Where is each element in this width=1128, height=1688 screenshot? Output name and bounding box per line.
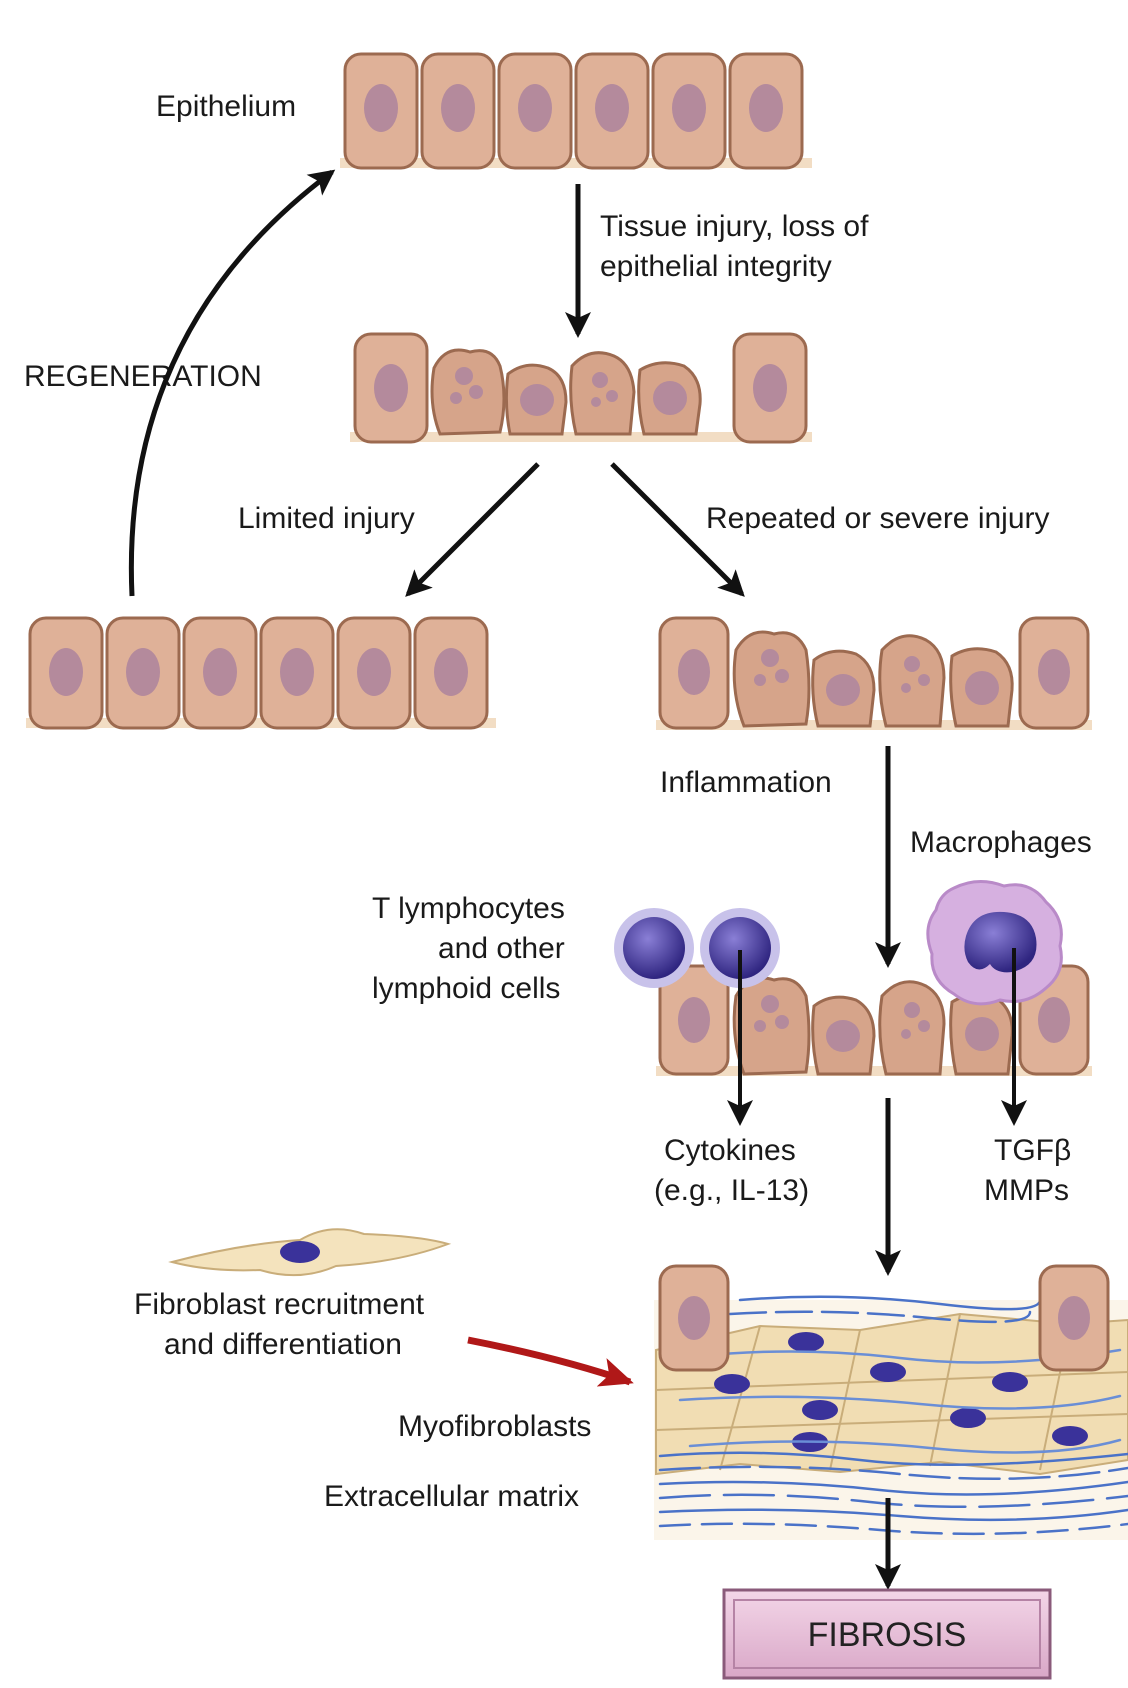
basement-membrane: [350, 432, 812, 442]
myofibroblast-nucleus: [992, 1372, 1028, 1392]
epithelial-cell: [497, 52, 573, 170]
arrow-regeneration: [128, 169, 336, 597]
nucleus: [595, 84, 629, 132]
nucleus: [672, 84, 706, 132]
myofibroblast-nucleus: [870, 1362, 906, 1382]
fibrotic-tissue: [654, 1264, 1128, 1540]
cytokines-line1: Cytokines: [664, 1134, 796, 1167]
cytokines-line2: (e.g., IL-13): [654, 1174, 809, 1207]
epithelial-cell: [259, 616, 335, 730]
damaged-cell: [732, 630, 811, 728]
epithelial-cell: [658, 1264, 730, 1372]
fibroblast-label-line2: and differentiation: [164, 1328, 402, 1361]
epithelial-cell: [728, 52, 804, 170]
injury-label-line2: epithelial integrity: [600, 250, 832, 283]
inflamed-epithelium-row: [614, 880, 1092, 1076]
myofibroblast-nucleus: [788, 1332, 824, 1352]
epithelial-cell: [336, 616, 412, 730]
epithelial-cell: [420, 52, 496, 170]
damaged-cell: [569, 351, 636, 436]
epithelial-cell: [28, 616, 104, 730]
repeated-injury-label: Repeated or severe injury: [706, 502, 1050, 535]
macrophage: [926, 880, 1063, 1006]
epithelial-cell: [651, 52, 727, 170]
nucleus: [749, 84, 783, 132]
fibrosis-label: FIBROSIS: [808, 1616, 967, 1654]
t-lymphocytes-line3: lymphoid cells: [372, 972, 560, 1005]
epithelial-cell: [1038, 1264, 1110, 1372]
myofibroblast-nucleus: [714, 1374, 750, 1394]
nucleus: [441, 84, 475, 132]
epithelium-label: Epithelium: [156, 90, 296, 123]
extracellular-matrix-fibers: [658, 1295, 1128, 1536]
damaged-cell: [811, 995, 876, 1076]
epithelial-cell: [343, 52, 419, 170]
basement-membrane: [340, 158, 812, 168]
fibrosis-box: FIBROSIS: [722, 1588, 1052, 1680]
regenerated-epithelium-row: [26, 616, 496, 730]
damaged-cell: [430, 348, 506, 436]
damaged-cell: [504, 363, 568, 436]
t-lymphocytes-line2: and other: [438, 932, 565, 965]
macrophages-label: Macrophages: [910, 826, 1092, 859]
damaged-cell: [878, 980, 946, 1076]
tgfb-label: TGFβ: [994, 1134, 1071, 1167]
epithelial-cell: [1018, 616, 1090, 730]
myofibroblast-layer: [655, 1312, 1128, 1476]
fibroblast-label-line1: Fibroblast recruitment: [134, 1288, 425, 1321]
basement-membrane: [656, 1066, 1092, 1076]
ecm-label: Extracellular matrix: [324, 1480, 579, 1513]
injury-label-line1: Tissue injury, loss of: [600, 210, 869, 243]
epithelial-cell: [574, 52, 650, 170]
mmps-label: MMPs: [984, 1174, 1069, 1207]
fibroblast: [168, 1228, 452, 1277]
damaged-cell: [732, 976, 811, 1076]
injured-epithelium-row: [350, 332, 812, 444]
nucleus: [364, 84, 398, 132]
epithelial-cell: [182, 616, 258, 730]
myofibroblast-nucleus: [950, 1408, 986, 1428]
myofibroblast-nucleus: [802, 1400, 838, 1420]
damaged-cell: [637, 361, 702, 436]
damaged-cell: [811, 649, 876, 728]
regeneration-label: REGENERATION: [24, 360, 262, 393]
t-lymphocytes-line1: T lymphocytes: [372, 892, 565, 925]
damaged-cell: [949, 647, 1014, 728]
epithelial-cell: [658, 616, 730, 730]
epithelial-cell: [732, 332, 808, 444]
basement-membrane: [656, 720, 1092, 730]
fibroblast-red-arrow: [467, 1336, 634, 1387]
t-lymphocyte: [614, 908, 694, 988]
basement-membrane: [26, 718, 496, 728]
epithelial-cell: [353, 332, 429, 444]
myofibroblast-nucleus: [1052, 1426, 1088, 1446]
epithelial-cell: [105, 616, 181, 730]
epithelium-row-top: [340, 52, 812, 170]
severely-injured-row: [656, 616, 1092, 730]
nucleus: [518, 84, 552, 132]
damaged-cell: [878, 634, 946, 728]
limited-injury-label: Limited injury: [238, 502, 415, 535]
damaged-cell: [949, 993, 1014, 1076]
epithelial-cell: [658, 964, 730, 1076]
arrow-limited-injury: [405, 462, 540, 597]
t-lymphocyte: [700, 908, 780, 988]
arrow-repeated-injury: [610, 462, 745, 597]
epithelial-cell: [413, 616, 489, 730]
inflammation-label: Inflammation: [660, 766, 832, 799]
myofibroblasts-label: Myofibroblasts: [398, 1410, 591, 1443]
